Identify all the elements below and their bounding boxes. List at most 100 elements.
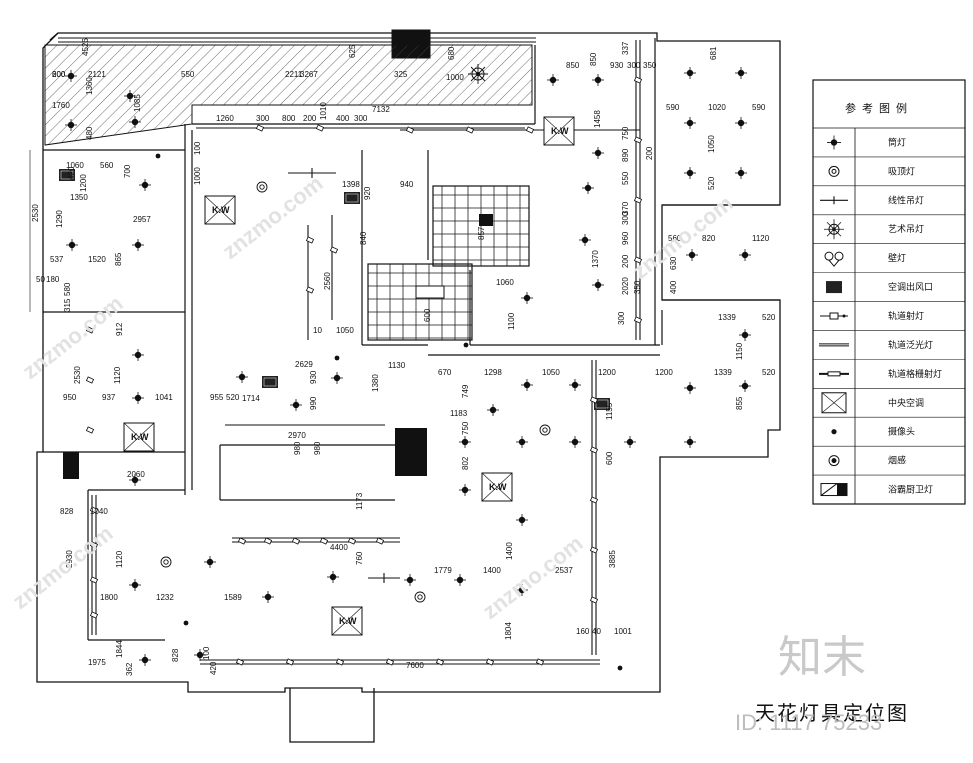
dimension-label: 1714 [242, 394, 260, 403]
dimension-label: 802 [461, 456, 470, 470]
legend-label: 筒灯 [888, 136, 906, 148]
dimension-label: 1010 [319, 102, 328, 120]
dimension-label: 980 [313, 441, 322, 455]
dimension-label: 520 [707, 176, 716, 190]
dimension-label: 2530 [31, 204, 40, 222]
ac-label: K.W [339, 616, 357, 626]
dimension-label: 1458 [593, 110, 602, 128]
dimension-label: 1060 [496, 278, 514, 287]
dimension-label: 750 [621, 126, 630, 140]
dimension-label: 1779 [434, 566, 452, 575]
dimension-label: 955 [210, 393, 224, 402]
linear-pendant-icon [820, 196, 848, 205]
dimension-label: 749 [461, 384, 470, 398]
dimension-label: 600 [52, 70, 66, 79]
dimension-label: 1050 [336, 326, 354, 335]
dimension-label: 670 [438, 368, 452, 377]
dimension-label: 2060 [127, 470, 145, 479]
legend-label: 空调出风口 [888, 281, 933, 293]
dimension-label: 4400 [330, 543, 348, 552]
dimension-label: 1085 [133, 94, 142, 112]
dimension-label: 2957 [133, 215, 151, 224]
dimension-label: 3267 [300, 70, 318, 79]
dimension-label: 828 [171, 648, 180, 662]
dimension-label: 680 [447, 46, 456, 60]
ceiling-lamp-icon [828, 165, 840, 177]
dimension-label: 681 [709, 46, 718, 60]
ac-label: K.W [551, 126, 569, 136]
dimension-label: 857 [477, 226, 486, 240]
drawing-caption: 天花灯具定位图 [755, 701, 909, 725]
central-ac-icon [821, 392, 847, 414]
dimension-label: 180 [46, 275, 60, 284]
dimension-label: 800 [282, 114, 296, 123]
dimension-label: 2020 [621, 277, 630, 295]
dimension-label: 40 [592, 627, 601, 636]
dimension-label: 2121 [88, 70, 106, 79]
dimension-label: 2970 [288, 431, 306, 440]
dimension-label: 350 [643, 61, 657, 70]
columns [63, 428, 427, 479]
dimension-label: 560 [100, 161, 114, 170]
legend-title: 参考图例 [845, 101, 913, 115]
camera-icon [831, 429, 837, 435]
legend-label: 轨道泛光灯 [888, 339, 933, 351]
art-chandelier-icon [824, 219, 844, 240]
dimension-label: 2211 [285, 70, 303, 79]
legend: 参考图例 筒灯吸顶灯线性吊灯艺术吊灯壁灯空调出风口轨道射灯轨道泛光灯轨道格栅射灯… [812, 79, 966, 505]
dimension-label: 337 [621, 41, 630, 55]
dimension-label: 2930 [65, 550, 74, 568]
dimension-label: 1975 [88, 658, 106, 667]
ac-label: K.W [212, 205, 230, 215]
dimension-label: 1000 [446, 73, 464, 82]
dimension-label: 300 [256, 114, 270, 123]
dimension-label: 1350 [70, 193, 88, 202]
dimension-label: 630 [669, 256, 678, 270]
legend-label: 浴霸厨卫灯 [888, 485, 933, 496]
dimension-label: 1020 [708, 103, 726, 112]
dimension-label: 1370 [591, 250, 600, 268]
legend-label: 摄像头 [888, 426, 915, 438]
dimension-label: 700 [123, 164, 132, 178]
outer-walls [36, 32, 781, 743]
dimension-label: 300 [621, 211, 630, 225]
dimension-label: 50 [36, 275, 45, 284]
dimension-label: 1400 [505, 542, 514, 560]
dimension-label: 840 [359, 231, 368, 245]
dimension-label: 950 [63, 393, 77, 402]
dimension-label: 1050 [707, 135, 716, 153]
dimension-label: 362 [125, 662, 134, 676]
dimension-label: 200 [52, 70, 66, 79]
dimension-label: 1520 [88, 255, 106, 264]
dimension-label: 937 [102, 393, 116, 402]
dimension-label: 10 [313, 326, 322, 335]
dimension-label: 1120 [113, 366, 122, 384]
dimension-label: 1339 [714, 368, 732, 377]
dimension-label: 100 [202, 646, 211, 660]
legend-label: 艺术吊灯 [888, 223, 924, 235]
track-spot-icon [820, 312, 848, 320]
dimension-label: 420 [67, 166, 76, 180]
dimension-label: 865 [114, 252, 123, 266]
dimension-label: 625 [348, 44, 357, 58]
legend-label: 轨道格栅射灯 [888, 368, 942, 380]
bath-heater-icon [820, 483, 848, 497]
legend-label: 吸顶灯 [888, 166, 915, 177]
dimension-label: 1041 [155, 393, 173, 402]
ac-label: K.W [489, 482, 507, 492]
legend-label: 烟感 [888, 455, 906, 467]
dimension-label: 850 [589, 52, 598, 66]
dimension-label: 7600 [406, 661, 424, 670]
dimension-label: 480 [85, 126, 94, 140]
dimension-label: 7132 [372, 105, 390, 114]
dimension-label: 1398 [342, 180, 360, 189]
dimension-label: 315 [63, 298, 72, 312]
art-chandelier [468, 64, 488, 84]
dimension-label: 1050 [542, 368, 560, 377]
dimension-label: 600 [423, 308, 432, 322]
dimension-label: 400 [669, 280, 678, 294]
dimension-label: 1060 [66, 161, 84, 170]
dimension-label: 200 [303, 114, 317, 123]
dimension-label: 1040 [90, 507, 108, 516]
